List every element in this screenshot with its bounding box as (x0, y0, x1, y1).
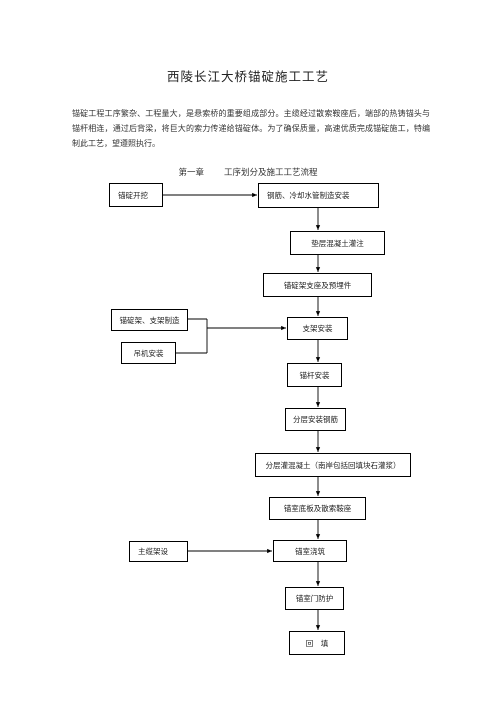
step-rebar-pipe: 钢筋、冷却水管制造安装 (258, 183, 379, 208)
step-chamber-door: 锚室门防护 (285, 587, 344, 610)
chapter-heading: 第一章 工序划分及施工工艺流程 (0, 166, 496, 178)
chapter-number: 第一章 (178, 168, 204, 178)
step-chamber-floor: 锚室底板及散索鞍座 (269, 497, 366, 520)
step-anchor-rod-install: 锚杆安装 (287, 363, 342, 387)
step-layered-rebar: 分层安装钢筋 (285, 408, 346, 431)
step-chamber-build: 锚室浇筑 (273, 540, 347, 562)
step-backfill: 回 填 (289, 631, 345, 655)
step-anchor-excavation: 锚碇开挖 (109, 183, 163, 207)
step-frame-support: 锚碇架支座及预埋件 (263, 273, 372, 297)
step-layered-concrete: 分层灌混凝土（南岸包括回填块石灌浆） (255, 453, 411, 477)
intro-paragraph: 锚碇工程工序繁杂、工程量大，是悬索桥的重要组成部分。主缆经过散索鞍座后，端部的热… (72, 109, 430, 148)
step-crane-install: 吊机安装 (121, 342, 176, 364)
document-title: 西陵长江大桥锚碇施工工艺 (166, 69, 329, 84)
step-cushion-concrete: 垫层混凝土灌注 (290, 231, 385, 255)
step-frame-fabrication: 锚碇架、支架制造 (111, 309, 188, 331)
step-bracket-install: 支架安装 (287, 317, 348, 340)
step-main-cable: 主缆架设 (129, 541, 188, 562)
chapter-title: 工序划分及施工工艺流程 (224, 168, 318, 178)
